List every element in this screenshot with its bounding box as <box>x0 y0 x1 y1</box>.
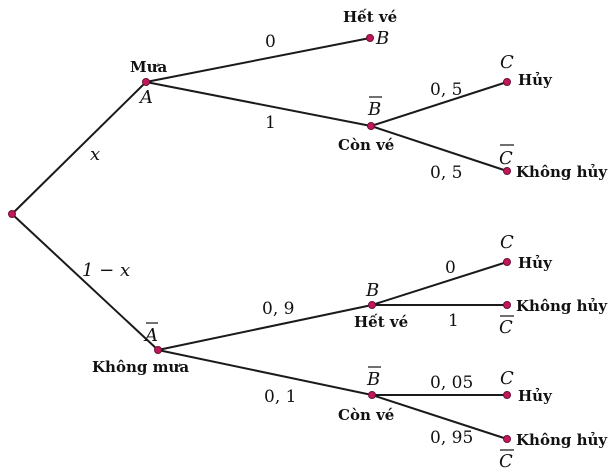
node-mua <box>142 78 150 86</box>
label-khong-huy-lower-2: Không hủy <box>516 431 608 449</box>
prob-khong-con-ve: 0, 1 <box>264 387 296 407</box>
label-huy-lower-1: Hủy <box>518 254 553 272</box>
edge-khong-het-huy <box>371 261 508 306</box>
label-con-ve-upper: Còn vé <box>338 136 394 154</box>
symbol-c-lower-1: C <box>500 232 514 253</box>
node-root <box>8 210 16 218</box>
node-khong-con-ve <box>368 391 376 399</box>
node-mua-con-khong-huy <box>503 167 511 175</box>
edge-mua-con-khong-huy <box>370 125 508 172</box>
symbol-b-complement-lower: B <box>366 369 380 390</box>
prob-khong-con-khong-huy: 0, 95 <box>430 428 473 448</box>
prob-khong-het-khong-huy: 1 <box>448 311 459 331</box>
label-het-ve-upper: Hết vé <box>343 8 397 26</box>
symbol-b-upper: B <box>375 28 389 49</box>
label-con-ve-lower: Còn vé <box>338 406 394 424</box>
prob-mua-con-ve: 1 <box>265 113 276 133</box>
edge-khong-con-khong-huy <box>371 394 508 440</box>
node-mua-con-huy <box>503 78 511 86</box>
edge-khong-het-ve <box>157 304 373 351</box>
symbol-a: A <box>138 87 153 108</box>
symbol-c-complement-lower-2: C <box>499 451 513 472</box>
symbol-c-upper: C <box>500 52 514 73</box>
symbol-c-complement-lower-1: C <box>499 317 513 338</box>
edge-khong-con-ve <box>157 349 373 396</box>
node-khong-het-khong-huy <box>503 301 511 309</box>
symbol-c-lower-2: C <box>500 368 514 389</box>
edge-mua-het-ve <box>145 37 371 83</box>
label-khong-huy-lower-1: Không hủy <box>516 297 608 315</box>
label-mua: Mưa <box>130 58 168 76</box>
node-labels: Mưa A A Không mưa Hết vé B B Còn vé C Hủ… <box>92 8 608 472</box>
prob-mua-het-ve: 0 <box>265 32 276 52</box>
edge-root-mua <box>11 81 147 215</box>
node-mua-het-ve <box>366 34 374 42</box>
edge-root-khong-mua <box>11 213 159 351</box>
label-khong-huy-upper: Không hủy <box>516 163 608 181</box>
prob-khong-het-ve: 0, 9 <box>262 299 294 319</box>
node-khong-con-huy <box>503 391 511 399</box>
prob-root-khong-mua: 1 − x <box>82 260 130 281</box>
node-khong-con-khong-huy <box>503 435 511 443</box>
node-mua-con-ve <box>367 122 375 130</box>
symbol-b-complement-upper: B <box>367 99 381 120</box>
nodes <box>8 34 511 443</box>
prob-mua-con-huy: 0, 5 <box>430 80 462 100</box>
edge-mua-con-ve <box>145 81 372 127</box>
symbol-b-lower: B <box>365 280 379 301</box>
label-huy-lower-2: Hủy <box>518 387 553 405</box>
label-huy-upper: Hủy <box>518 71 553 89</box>
node-khong-mua <box>154 346 162 354</box>
symbol-a-complement: A <box>143 325 158 346</box>
label-khong-mua: Không mưa <box>92 358 189 376</box>
prob-khong-con-huy: 0, 05 <box>430 373 473 393</box>
edge-labels: 0 1 0, 5 0, 5 x 1 − x 0, 9 0 1 0, 1 0, 0… <box>82 32 473 448</box>
prob-root-mua: x <box>90 144 100 165</box>
label-het-ve-lower: Hết vé <box>354 313 408 331</box>
edge-mua-con-huy <box>370 81 508 127</box>
prob-khong-het-huy: 0 <box>445 258 456 278</box>
node-khong-het-huy <box>503 258 511 266</box>
prob-mua-con-khong-huy: 0, 5 <box>430 163 462 183</box>
symbol-c-complement-upper: C <box>499 148 513 169</box>
edges <box>11 37 508 440</box>
node-khong-het-ve <box>368 301 376 309</box>
